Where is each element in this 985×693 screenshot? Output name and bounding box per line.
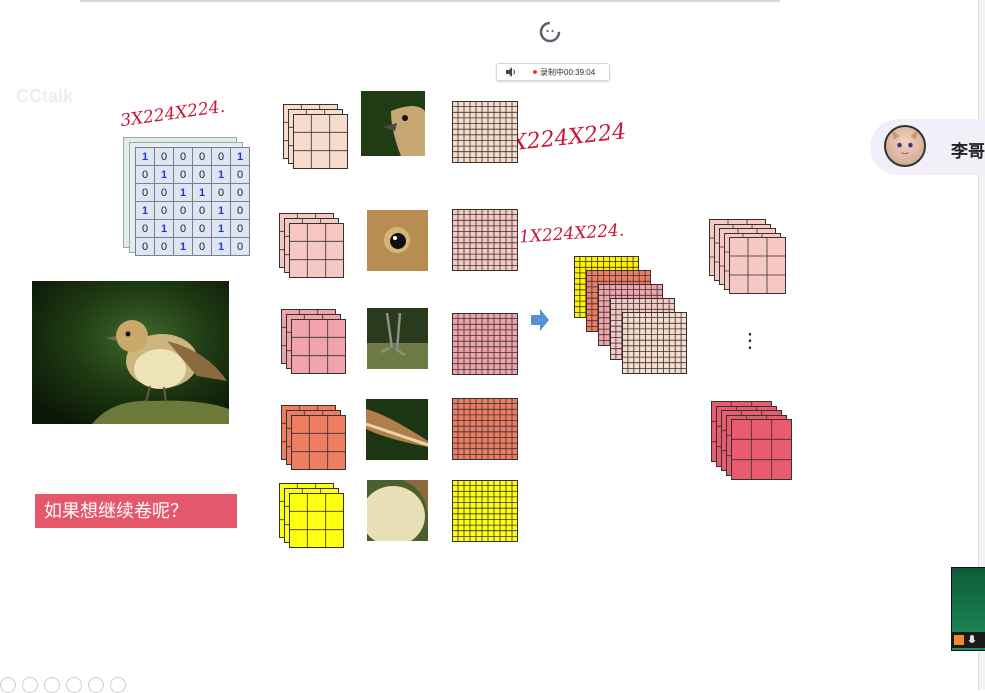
ellipsis-icon: ⋮ <box>740 330 760 352</box>
matrix-cell: 1 <box>192 183 212 202</box>
speaker-icon[interactable] <box>505 66 517 78</box>
contact-name: 李哥 <box>951 142 985 161</box>
matrix-cell: 0 <box>173 165 193 184</box>
right-kernel-stack <box>729 237 786 294</box>
matrix-cell: 0 <box>135 219 155 238</box>
kernel-stack <box>289 223 344 278</box>
feature-map <box>452 101 518 163</box>
matrix-cell: 0 <box>154 147 174 166</box>
feature-map <box>452 209 518 271</box>
patch-tail <box>366 399 428 460</box>
matrix-cell: 0 <box>211 147 231 166</box>
recording-dot-icon <box>533 70 537 74</box>
patch-beak <box>361 91 425 156</box>
feature-map <box>452 313 518 375</box>
kernel-stack <box>293 114 348 169</box>
bird-photo <box>32 281 229 424</box>
matrix-cell: 0 <box>154 237 174 256</box>
question-banner: 如果想继续卷呢？ <box>35 494 237 528</box>
matrix-cell: 0 <box>192 201 212 220</box>
matrix-cell: 0 <box>230 219 250 238</box>
tool-icon[interactable] <box>110 677 126 693</box>
matrix-cell: 1 <box>211 201 231 220</box>
kernel-stack <box>291 415 346 470</box>
patch-eye <box>367 210 428 271</box>
matrix-cell: 1 <box>135 147 155 166</box>
matrix-cell: 1 <box>135 201 155 220</box>
patch-breast <box>367 480 428 541</box>
matrix-cell: 0 <box>154 183 174 202</box>
matrix-cell: 0 <box>230 201 250 220</box>
scrollbar[interactable] <box>978 0 985 690</box>
annotation-input-dims: 3X224X224. <box>119 96 227 132</box>
matrix-cell: 0 <box>135 237 155 256</box>
matrix-cell: 1 <box>154 219 174 238</box>
kernel-stack <box>289 493 344 548</box>
matrix-cell: 1 <box>211 165 231 184</box>
annotation-output-2: 1X224X224. <box>518 220 625 248</box>
matrix-cell: 0 <box>192 219 212 238</box>
feature-map <box>452 398 518 460</box>
tool-icon[interactable] <box>44 677 60 693</box>
kernel-stack <box>291 319 346 374</box>
stacked-feature-map <box>622 312 687 374</box>
matrix-cell: 0 <box>230 165 250 184</box>
matrix-cell: 0 <box>192 147 212 166</box>
window-top-border <box>80 0 780 2</box>
watermark: CCtalk <box>16 86 74 106</box>
feature-map <box>452 480 518 542</box>
recording-bar[interactable]: 录制中00:39:04 <box>496 63 610 81</box>
matrix-cell: 0 <box>230 183 250 202</box>
video-toolbar <box>951 632 985 648</box>
matrix-cell: 1 <box>173 237 193 256</box>
matrix-cell: 0 <box>173 201 193 220</box>
tool-icon[interactable] <box>88 677 104 693</box>
patch-feet <box>367 308 428 369</box>
matrix-cell: 1 <box>230 147 250 166</box>
arrow-right-icon <box>531 309 549 331</box>
tool-icon[interactable] <box>22 677 38 693</box>
mic-icon[interactable] <box>968 635 976 645</box>
matrix-cell: 1 <box>211 237 231 256</box>
avatar-icon[interactable] <box>884 125 926 167</box>
matrix-cell: 0 <box>192 237 212 256</box>
user-icon <box>954 635 964 645</box>
matrix-cell: 0 <box>173 147 193 166</box>
matrix-cell: 1 <box>173 183 193 202</box>
matrix-cell: 0 <box>135 183 155 202</box>
tool-icon[interactable] <box>66 677 82 693</box>
matrix-cell: 0 <box>173 219 193 238</box>
matrix-cell: 0 <box>230 237 250 256</box>
right-kernel-stack <box>731 419 792 480</box>
matrix-cell: 0 <box>135 165 155 184</box>
matrix-cell: 0 <box>154 201 174 220</box>
bottom-toolbar <box>0 677 126 693</box>
matrix-cell: 1 <box>154 165 174 184</box>
matrix-cell: 0 <box>192 165 212 184</box>
matrix-cell: 0 <box>211 183 231 202</box>
tool-icon[interactable] <box>0 677 16 693</box>
loading-icon <box>539 21 561 43</box>
recording-status: 录制中00:39:04 <box>540 67 596 77</box>
matrix-cell: 1 <box>211 219 231 238</box>
